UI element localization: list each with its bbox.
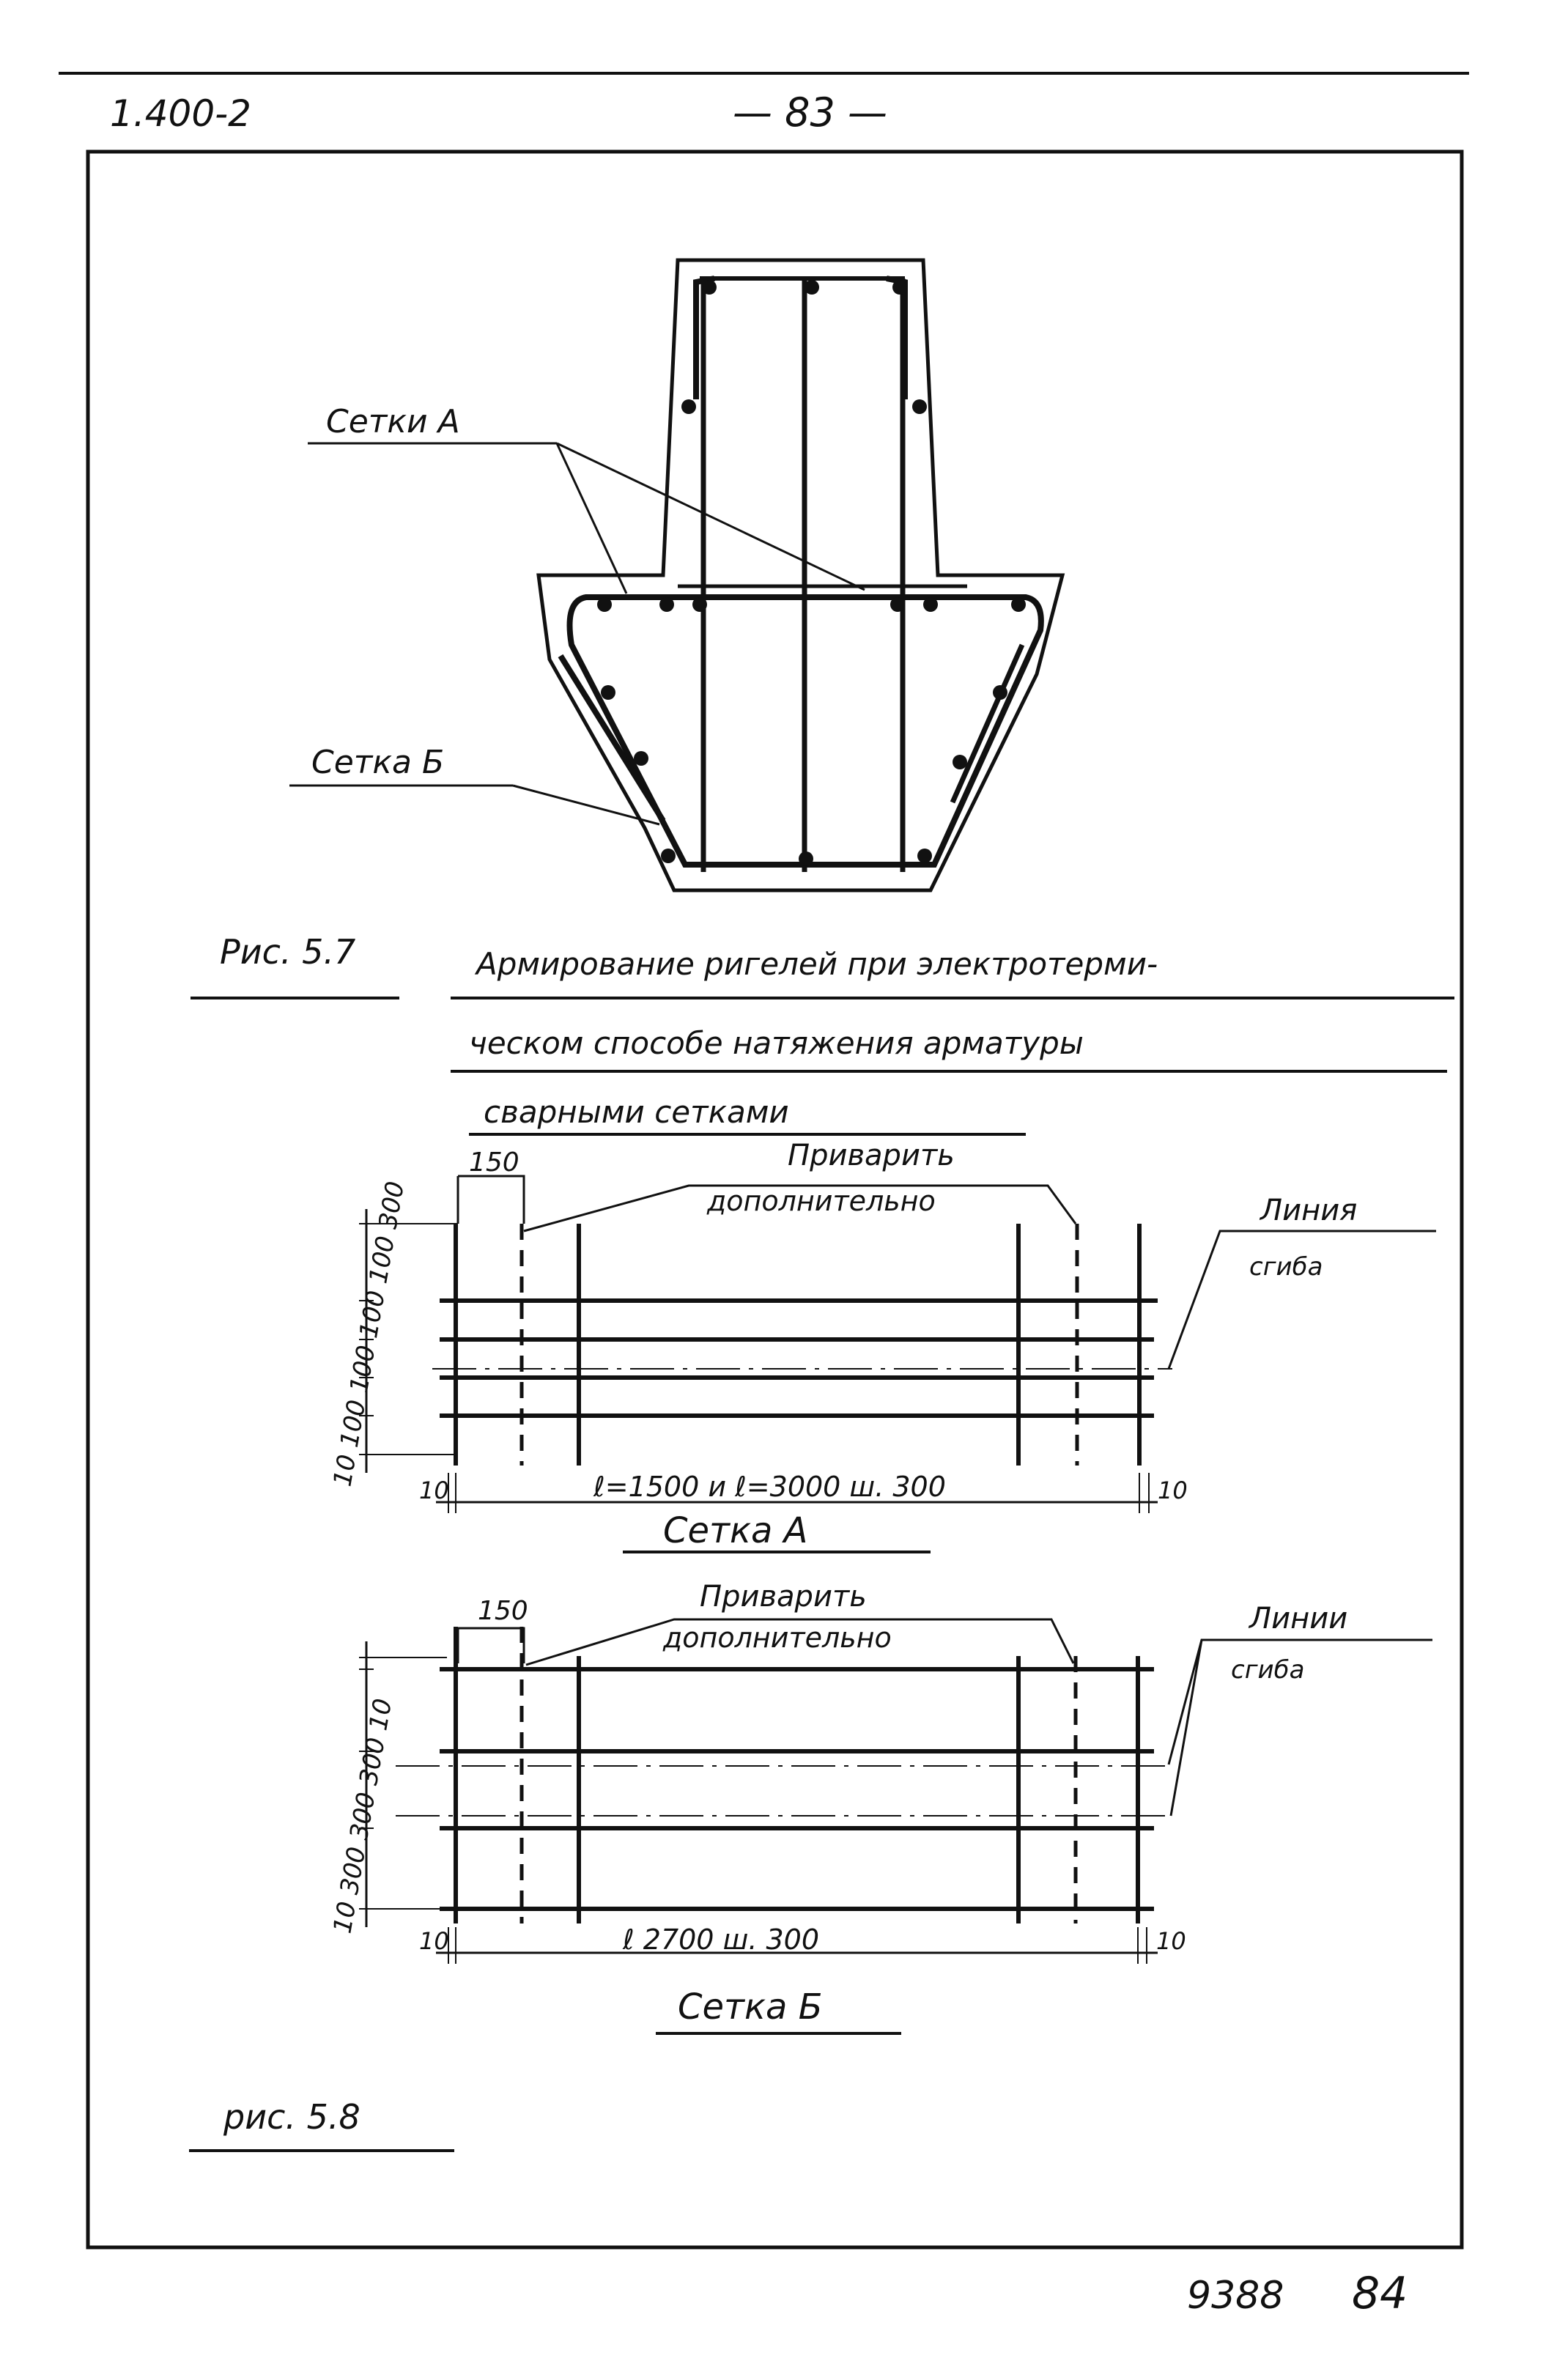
fig-5-7-caption-line-3: сварными сетками [484,1094,789,1130]
mesh-b-weld-leader [525,1618,1075,1666]
mesh-a-top-dim-value: 150 [469,1148,519,1178]
mesh-a-weld-leader [523,1184,1077,1232]
fig-5-7-caption-line-1: Армирование ригелей при электротерми- [474,946,1158,982]
page-number: — 83 — [733,89,887,136]
beam-cross-section [536,258,1065,892]
mesh-b-drawing [359,1618,1432,1964]
mesh-a-left-end: 10 [419,1477,449,1504]
mesh-a-right-end: 10 [1158,1477,1188,1504]
flange-stirrup [566,594,1044,868]
callout-set-b: Сетка Б [311,744,444,781]
mesh-b-bend-label-1: Линии [1248,1602,1347,1636]
mesh-b-side-dims: 10 300 300 300 10 [328,1696,398,1935]
mesh-a-bend-label-1: Линия [1259,1194,1357,1227]
doc-code: 1.400-2 [110,92,251,135]
beam-outline [536,258,1065,892]
mesh-a-side-dims: 10 100 100 100 100 300 [328,1179,410,1488]
mesh-a-bend-label-2: сгиба [1249,1252,1323,1282]
mesh-b-weld-note-line-2: дополнительно [662,1622,892,1654]
sheet-number: 84 [1352,2268,1408,2319]
archive-number: 9388 [1187,2274,1284,2318]
mesh-b-title: Сетка Б [678,1987,823,2028]
callout-set-b-leader [512,784,660,826]
rebar-dots [597,280,1026,866]
mesh-a-title: Сетка А [663,1510,808,1551]
mesh-a-bottom-dim: ℓ=1500 и ℓ=3000 ш. 300 [593,1471,946,1503]
slope-bar-right [950,643,1025,804]
callout-set-a-leader-2 [556,442,865,591]
mesh-b-bend-label-2: сгиба [1231,1655,1304,1685]
mesh-b-top-dim [456,1627,525,1663]
mesh-b-right-end: 10 [1156,1927,1186,1955]
page-frame [86,149,1464,2250]
mesh-b-bottom-dim: ℓ 2700 ш. 300 [622,1923,819,1956]
mesh-a-weld-note-line-1: Приварить [788,1139,955,1172]
callout-set-a: Сетки А [326,403,460,440]
mesh-b-top-dim-value: 150 [478,1596,528,1626]
mesh-a-top-dim [456,1175,525,1224]
mesh-b-weld-note-line-1: Приварить [700,1580,867,1614]
mesh-b-bend-leader [1167,1638,1432,1817]
mesh-a-bend-leader [1167,1230,1436,1370]
callout-set-a-leader-1 [555,443,628,594]
mesh-a-drawing [359,1175,1436,1513]
fig-5-7-label: Рис. 5.7 [220,932,355,972]
slope-bar-left [558,654,666,823]
fig-5-7-caption-line-2: ческом способе натяжения арматуры [469,1025,1084,1061]
fig-5-8-label: рис. 5.8 [223,2097,360,2137]
mesh-a-weld-note-line-2: дополнительно [706,1185,936,1217]
mesh-b-left-end: 10 [419,1927,449,1955]
